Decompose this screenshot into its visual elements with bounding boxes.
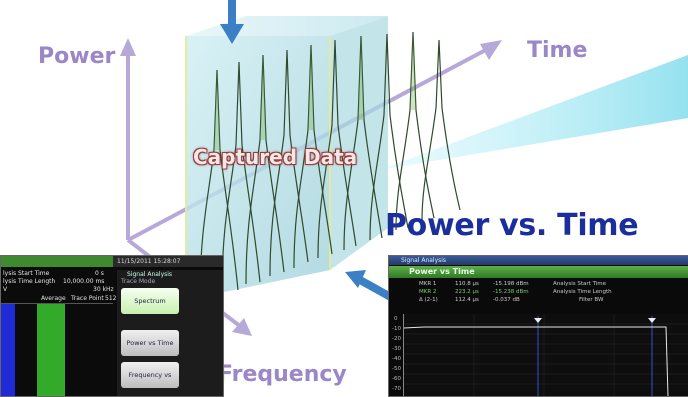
- y-tick-label: -10: [392, 326, 401, 332]
- spectrum-fills: [214, 32, 416, 150]
- y-tick-label: -30: [392, 346, 401, 352]
- left-menu-subtitle: Trace Mode: [121, 278, 156, 285]
- data-block-front: [186, 36, 330, 300]
- spectrum-bar-green: [37, 304, 65, 396]
- power-vs-time-softkey[interactable]: Power vs Time: [121, 330, 179, 356]
- marker-level: -0.037 dB: [493, 297, 520, 303]
- right-mode-title: Power vs Time: [389, 266, 688, 278]
- spectrum-bar-blue: [1, 304, 15, 396]
- capture-ray: [380, 55, 688, 170]
- param-label: Analysis Start Time: [553, 281, 607, 287]
- param-label: Analysis Time Length: [553, 289, 612, 295]
- time-axis-arrowhead: [480, 40, 502, 60]
- frequency-vs-time-softkey[interactable]: Frequency vs Time: [121, 362, 179, 388]
- time-axis-label: Time: [527, 38, 588, 63]
- marker-time: 110.8 µs: [455, 281, 479, 287]
- spectrum-traces: [199, 31, 461, 301]
- y-tick-label: -70: [392, 386, 401, 392]
- left-trace-header: 512: [105, 295, 117, 302]
- power-vs-time-plot: [403, 314, 688, 396]
- y-tick-label: -40: [392, 356, 401, 362]
- power-axis-label: Power: [38, 44, 116, 69]
- left-header-bar: [1, 256, 113, 267]
- spectrum-softkey[interactable]: Spectrum: [121, 288, 179, 314]
- spectrum-screen-thumbnail: 11/15/2011 15:28:07 Signal Analysis Trac…: [0, 255, 224, 397]
- power-axis-arrowhead: [120, 38, 136, 56]
- data-block-side: [330, 16, 388, 270]
- marker-time: 112.4 µs: [455, 297, 479, 303]
- marker-level: -15.238 dBm: [493, 289, 529, 295]
- left-timestamp: 11/15/2011 15:28:07: [113, 256, 223, 267]
- y-tick-label: -20: [392, 336, 401, 342]
- marker-name: MKR 1: [419, 281, 437, 287]
- left-row-label: V: [3, 286, 8, 293]
- y-tick-label: 0: [394, 316, 398, 322]
- power-trace: [403, 326, 669, 396]
- left-row-label: lysis Time Length: [3, 278, 56, 285]
- section-title: Power vs. Time: [385, 208, 639, 243]
- marker-name: Δ (2-1): [419, 297, 438, 303]
- left-row-value: 10,000.00 ms: [63, 278, 105, 285]
- left-menu-title: Signal Analysis: [127, 271, 173, 278]
- left-row-label: lysis Start Time: [3, 270, 50, 277]
- capture-arrow-top: [220, 0, 244, 44]
- frequency-axis-label: Frequency: [218, 362, 347, 387]
- frequency-axis-arrowhead: [232, 318, 252, 336]
- left-row-value: 30 kHz: [93, 286, 114, 293]
- param-label: Filter BW: [579, 297, 604, 303]
- y-tick-label: -60: [392, 376, 401, 382]
- marker-name: MKR 2: [419, 289, 437, 295]
- captured-data-label: Captured Data: [193, 145, 358, 169]
- left-trace-header: Average: [41, 295, 66, 302]
- left-row-value: 0 s: [95, 270, 104, 277]
- left-trace-header: Trace Point: [71, 295, 104, 302]
- y-tick-label: -50: [392, 366, 401, 372]
- marker-level: -15.198 dBm: [493, 281, 529, 287]
- marker-time: 223.2 µs: [455, 289, 479, 295]
- right-window-title: Signal Analysis: [389, 256, 688, 265]
- power-vs-time-screen-thumbnail: Signal Analysis Power vs Time MKR 1 110.…: [388, 255, 688, 397]
